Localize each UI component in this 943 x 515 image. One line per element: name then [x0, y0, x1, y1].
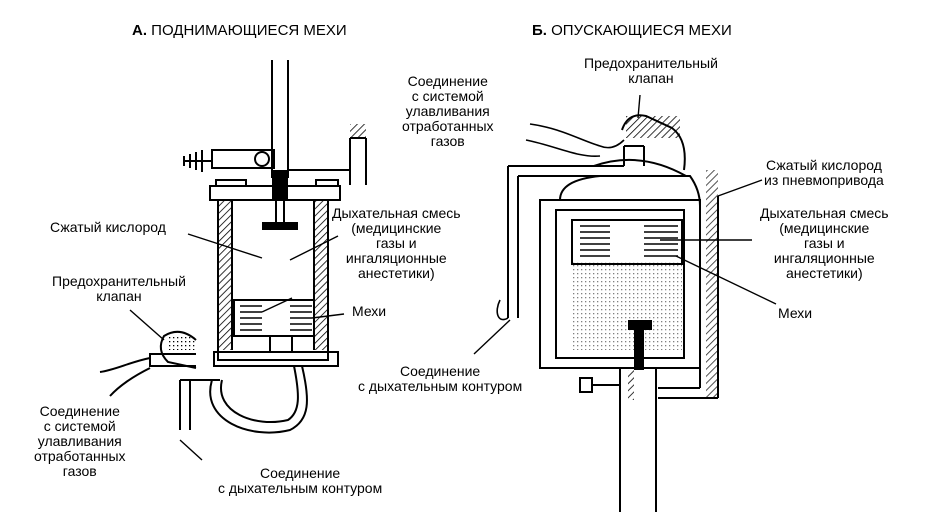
- panel-a-leader-lines: [129, 233, 345, 461]
- label-line: анестетики): [357, 265, 435, 281]
- label-a-bellows: Мехи: [352, 304, 386, 319]
- label-line: (медицинские: [779, 220, 870, 236]
- label-a-circuit: Соединение с дыхательным контуром: [218, 466, 382, 496]
- label-a-safety-valve: Предохранительный клапан: [52, 274, 186, 304]
- label-line: с дыхательным контуром: [218, 480, 383, 496]
- label-line: из пневмопривода: [764, 172, 884, 188]
- label-b-safety-valve: Предохранительный клапан: [584, 56, 718, 86]
- label-b-breathing-mix: Дыхательная смесь (медицинские газы и ин…: [760, 206, 889, 281]
- label-line: газов: [430, 133, 465, 149]
- label-line: газы и: [803, 235, 845, 251]
- label-line: с дыхательным контуром: [358, 378, 523, 394]
- panel-b-apparatus: [507, 114, 719, 512]
- label-a-scavenging: Соединение с системой улавливания отрабо…: [34, 404, 126, 479]
- label-line: газов: [62, 463, 97, 479]
- label-line: Дыхательная смесь: [760, 205, 889, 221]
- label-line: с системой: [411, 88, 484, 104]
- label-line: газы и: [375, 235, 417, 251]
- label-line: клапан: [96, 288, 142, 304]
- label-line: Сжатый кислород: [50, 219, 166, 235]
- label-line: Мехи: [778, 305, 813, 321]
- label-b-scavenging: Соединение с системой улавливания отрабо…: [402, 74, 494, 149]
- label-line: улавливания: [37, 433, 122, 449]
- panel-b-letter: Б.: [532, 22, 547, 39]
- label-line: ингаляционные: [773, 250, 875, 266]
- label-b-compressed-oxygen: Сжатый кислород из пневмопривода: [764, 158, 884, 188]
- panel-a-title-text: ПОДНИМАЮЩИЕСЯ МЕХИ: [151, 22, 347, 39]
- label-line: анестетики): [785, 265, 863, 281]
- label-line: (медицинские: [351, 220, 442, 236]
- label-line: Соединение: [399, 363, 481, 379]
- label-line: Соединение: [407, 73, 488, 89]
- label-line: Соединение: [39, 403, 120, 419]
- label-line: улавливания: [405, 103, 490, 119]
- panel-b-title-text: ОПУСКАЮЩИЕСЯ МЕХИ: [551, 22, 732, 39]
- label-line: Предохранительный: [52, 273, 186, 289]
- label-line: Предохранительный: [584, 55, 718, 71]
- label-line: ингаляционные: [345, 250, 447, 266]
- label-line: Сжатый кислород: [765, 157, 882, 173]
- label-line: Мехи: [352, 303, 387, 319]
- panel-b-leader-lines: [473, 94, 777, 355]
- label-line: отработанных: [34, 448, 126, 464]
- panel-a-bellows-folds: [240, 305, 312, 331]
- panel-a-hatching: [168, 124, 366, 350]
- panel-b-title: Б. ОПУСКАЮЩИЕСЯ МЕХИ: [532, 22, 732, 39]
- label-a-breathing-mix: Дыхательная смесь (медицинские газы и ин…: [332, 206, 461, 281]
- label-line: клапан: [628, 70, 674, 86]
- panel-b-hatching: [572, 116, 718, 400]
- label-line: Дыхательная смесь: [332, 205, 461, 221]
- label-line: отработанных: [402, 118, 494, 134]
- label-b-bellows: Мехи: [778, 306, 812, 321]
- panel-a-letter: А.: [132, 22, 147, 39]
- label-a-compressed-oxygen: Сжатый кислород: [50, 220, 166, 235]
- panel-b-bellows-folds: [580, 225, 678, 257]
- label-line: Соединение: [259, 465, 341, 481]
- label-b-circuit: Соединение с дыхательным контуром: [358, 364, 522, 394]
- label-line: с системой: [43, 418, 116, 434]
- panel-b-scavenging-hose: [496, 123, 625, 321]
- panel-a-title: А. ПОДНИМАЮЩИЕСЯ МЕХИ: [132, 22, 347, 39]
